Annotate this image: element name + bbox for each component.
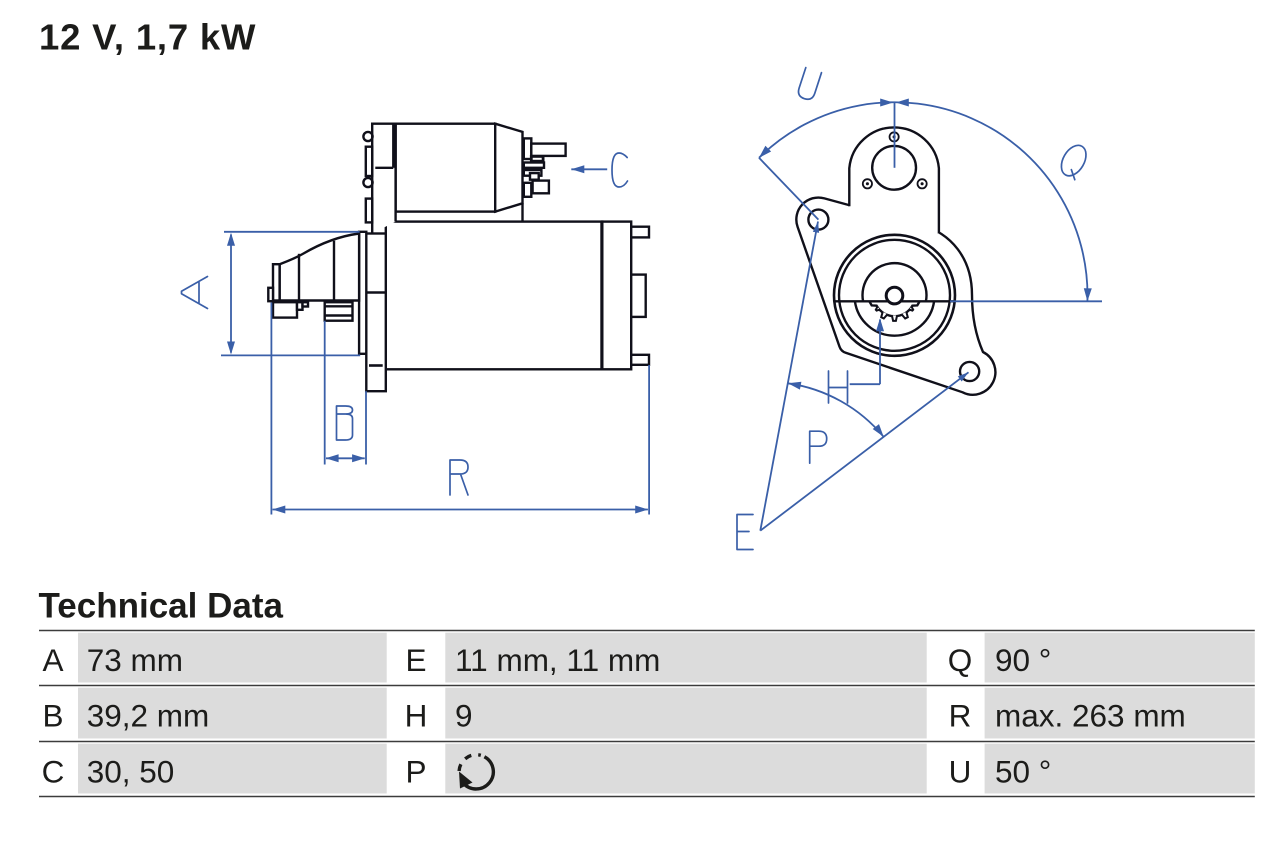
- svg-text:39,2 mm: 39,2 mm: [87, 698, 210, 734]
- svg-text:11 mm, 11 mm: 11 mm, 11 mm: [455, 642, 660, 678]
- svg-text:50 °: 50 °: [995, 753, 1051, 789]
- svg-text:Technical Data: Technical Data: [39, 587, 284, 626]
- svg-text:max. 263 mm: max. 263 mm: [995, 698, 1186, 734]
- svg-text:30, 50: 30, 50: [87, 753, 175, 789]
- svg-text:9: 9: [455, 698, 473, 734]
- svg-text:R: R: [949, 698, 972, 734]
- svg-text:B: B: [42, 698, 63, 734]
- svg-text:U: U: [949, 753, 972, 789]
- svg-text:P: P: [405, 753, 426, 789]
- svg-text:73 mm: 73 mm: [87, 642, 183, 678]
- svg-text:E: E: [405, 642, 426, 678]
- svg-text:Q: Q: [948, 642, 973, 678]
- svg-text:90 °: 90 °: [995, 642, 1051, 678]
- svg-text:12 V, 1,7 kW: 12 V, 1,7 kW: [39, 17, 256, 58]
- svg-text:A: A: [42, 642, 63, 678]
- svg-text:C: C: [42, 753, 65, 789]
- svg-text:H: H: [405, 698, 428, 734]
